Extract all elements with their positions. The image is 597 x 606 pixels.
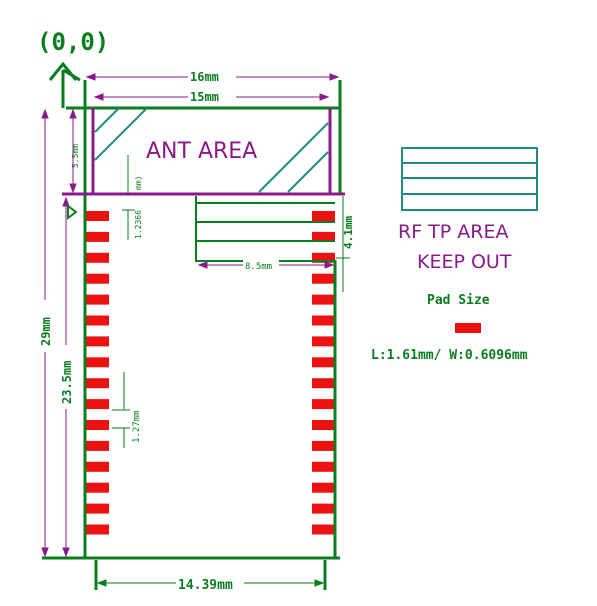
right-pad-column: [312, 211, 335, 535]
right-pad: [312, 440, 335, 451]
right-pad: [312, 378, 335, 389]
left-pad: [86, 211, 109, 221]
right-pad: [312, 273, 335, 284]
right-pad: [312, 294, 335, 305]
dim-first-pad-offset: 1.2366: [134, 210, 143, 239]
dim-height-pads: 23.5mm: [60, 361, 74, 404]
left-pad: [86, 273, 109, 284]
right-pad: [312, 399, 335, 410]
pad-size-title: Pad Size: [427, 293, 490, 308]
left-pad: [86, 503, 109, 514]
right-pad: [312, 461, 335, 472]
left-pad: [86, 399, 109, 410]
dim-first-pad-unit: mm): [134, 176, 143, 190]
left-pad: [86, 231, 109, 242]
right-pad: [312, 420, 335, 430]
right-pad: [312, 336, 335, 347]
ant-area-label: ANT AREA: [146, 139, 257, 164]
right-pad: [312, 357, 335, 368]
left-pad: [86, 482, 109, 493]
dim-pad-pitch: 1.27mm: [132, 410, 142, 443]
origin-label: (0,0): [37, 28, 109, 56]
left-pad: [86, 420, 109, 430]
dim-rf-height: 4.1mm: [342, 216, 355, 249]
right-pad: [312, 482, 335, 493]
left-pad: [86, 294, 109, 305]
dim-height-total: 29mm: [39, 317, 53, 346]
right-pad: [312, 231, 335, 242]
right-pad: [312, 252, 335, 263]
right-pad: [312, 211, 335, 221]
left-pad: [86, 524, 109, 535]
left-pad: [86, 378, 109, 389]
rf-legend-box: [401, 147, 538, 211]
antenna-area-box: [62, 107, 345, 196]
dim-width-outer: 16mm: [190, 70, 219, 84]
module-outline: [42, 80, 342, 590]
rf-legend-line2: KEEP OUT: [417, 251, 512, 273]
left-pad-column: [86, 211, 109, 535]
dim-rf-width: 8.5mm: [245, 262, 272, 272]
right-pad: [312, 524, 335, 535]
left-pad: [86, 252, 109, 263]
dim-width-inner: 15mm: [190, 90, 219, 104]
origin-arrow-icon: [48, 61, 81, 108]
pad-legend-swatch: [455, 323, 481, 333]
pin1-marker-icon: [67, 204, 78, 220]
right-pad: [312, 315, 335, 326]
dim-pad-span: 14.39mm: [178, 578, 233, 593]
dim-ant-height: 5.5mm: [71, 144, 80, 168]
left-pad: [86, 336, 109, 347]
left-pad: [86, 357, 109, 368]
right-pad: [312, 503, 335, 514]
rf-legend-line1: RF TP AREA: [398, 221, 508, 243]
pad-size-spec: L:1.61mm/ W:0.6096mm: [371, 348, 528, 363]
left-pad: [86, 440, 109, 451]
rf-keepout-area: [195, 196, 335, 262]
left-pad: [86, 461, 109, 472]
left-pad: [86, 315, 109, 326]
